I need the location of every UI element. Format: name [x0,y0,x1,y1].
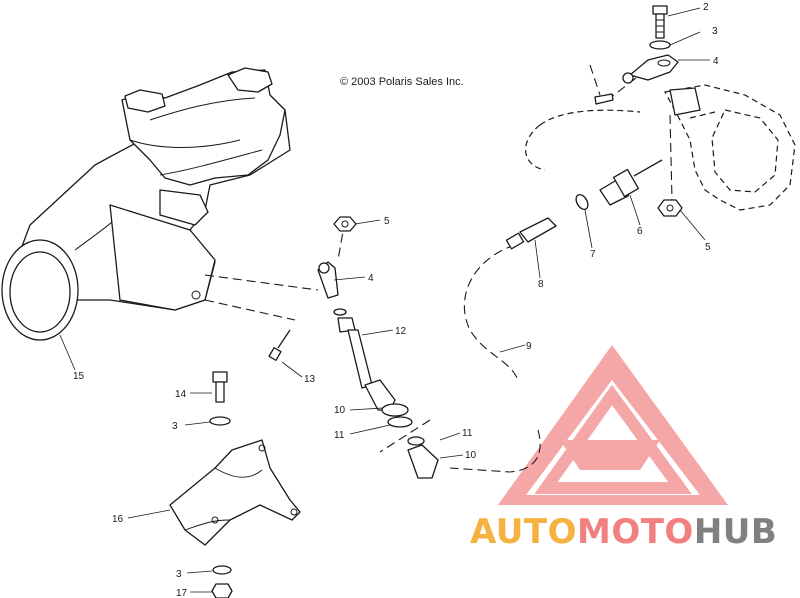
part-16-bracket [169,439,301,546]
copyright-notice: © 2003 Polaris Sales Inc. [340,76,464,88]
part-14-bolt [209,371,231,426]
cable-adjuster-group [505,159,663,250]
callout-16: 16 [112,514,124,525]
hidden-housing-outline [525,84,796,211]
watermark-word-moto: MOTO [576,512,694,552]
callout-5-right: 5 [705,242,711,253]
watermark-word-auto: AUTO [470,512,577,552]
callout-3-top: 3 [712,26,718,37]
callout-8: 8 [538,279,544,290]
part-13-bolt [268,329,291,361]
callout-5-center: 5 [384,216,390,227]
callout-3-bottom: 3 [176,569,182,580]
callout-3-mid: 3 [172,421,178,432]
callout-17: 17 [176,588,188,598]
callout-10-center: 10 [334,405,346,416]
callout-9: 9 [526,341,532,352]
shift-rod-assembly [317,216,439,479]
callout-4-top: 4 [713,56,719,67]
part-15-tube-housing [1,67,291,341]
callout-2: 2 [703,2,709,13]
callout-11-right: 11 [462,428,473,439]
callout-6: 6 [637,226,643,237]
callout-15: 15 [73,371,85,382]
callout-13: 13 [304,374,316,385]
watermark-word-hub: HUB [693,512,778,552]
callout-10-right: 10 [465,450,477,461]
callout-11-center: 11 [334,430,345,441]
callout-numbers: 2 3 4 4 5 5 6 7 8 9 10 10 11 11 12 13 14… [73,2,719,598]
callout-14: 14 [175,389,187,400]
callout-12: 12 [395,326,407,337]
callout-leaders [59,7,710,593]
watermark-triangle-logo [498,345,728,505]
bottom-hardware [211,565,233,598]
watermark-wordmark: AUTOMOTOHUB [470,515,777,549]
callout-7: 7 [590,249,596,260]
part-9-shift-cable [449,244,541,473]
callout-4-center: 4 [368,273,374,284]
upper-linkage-group [594,5,701,217]
